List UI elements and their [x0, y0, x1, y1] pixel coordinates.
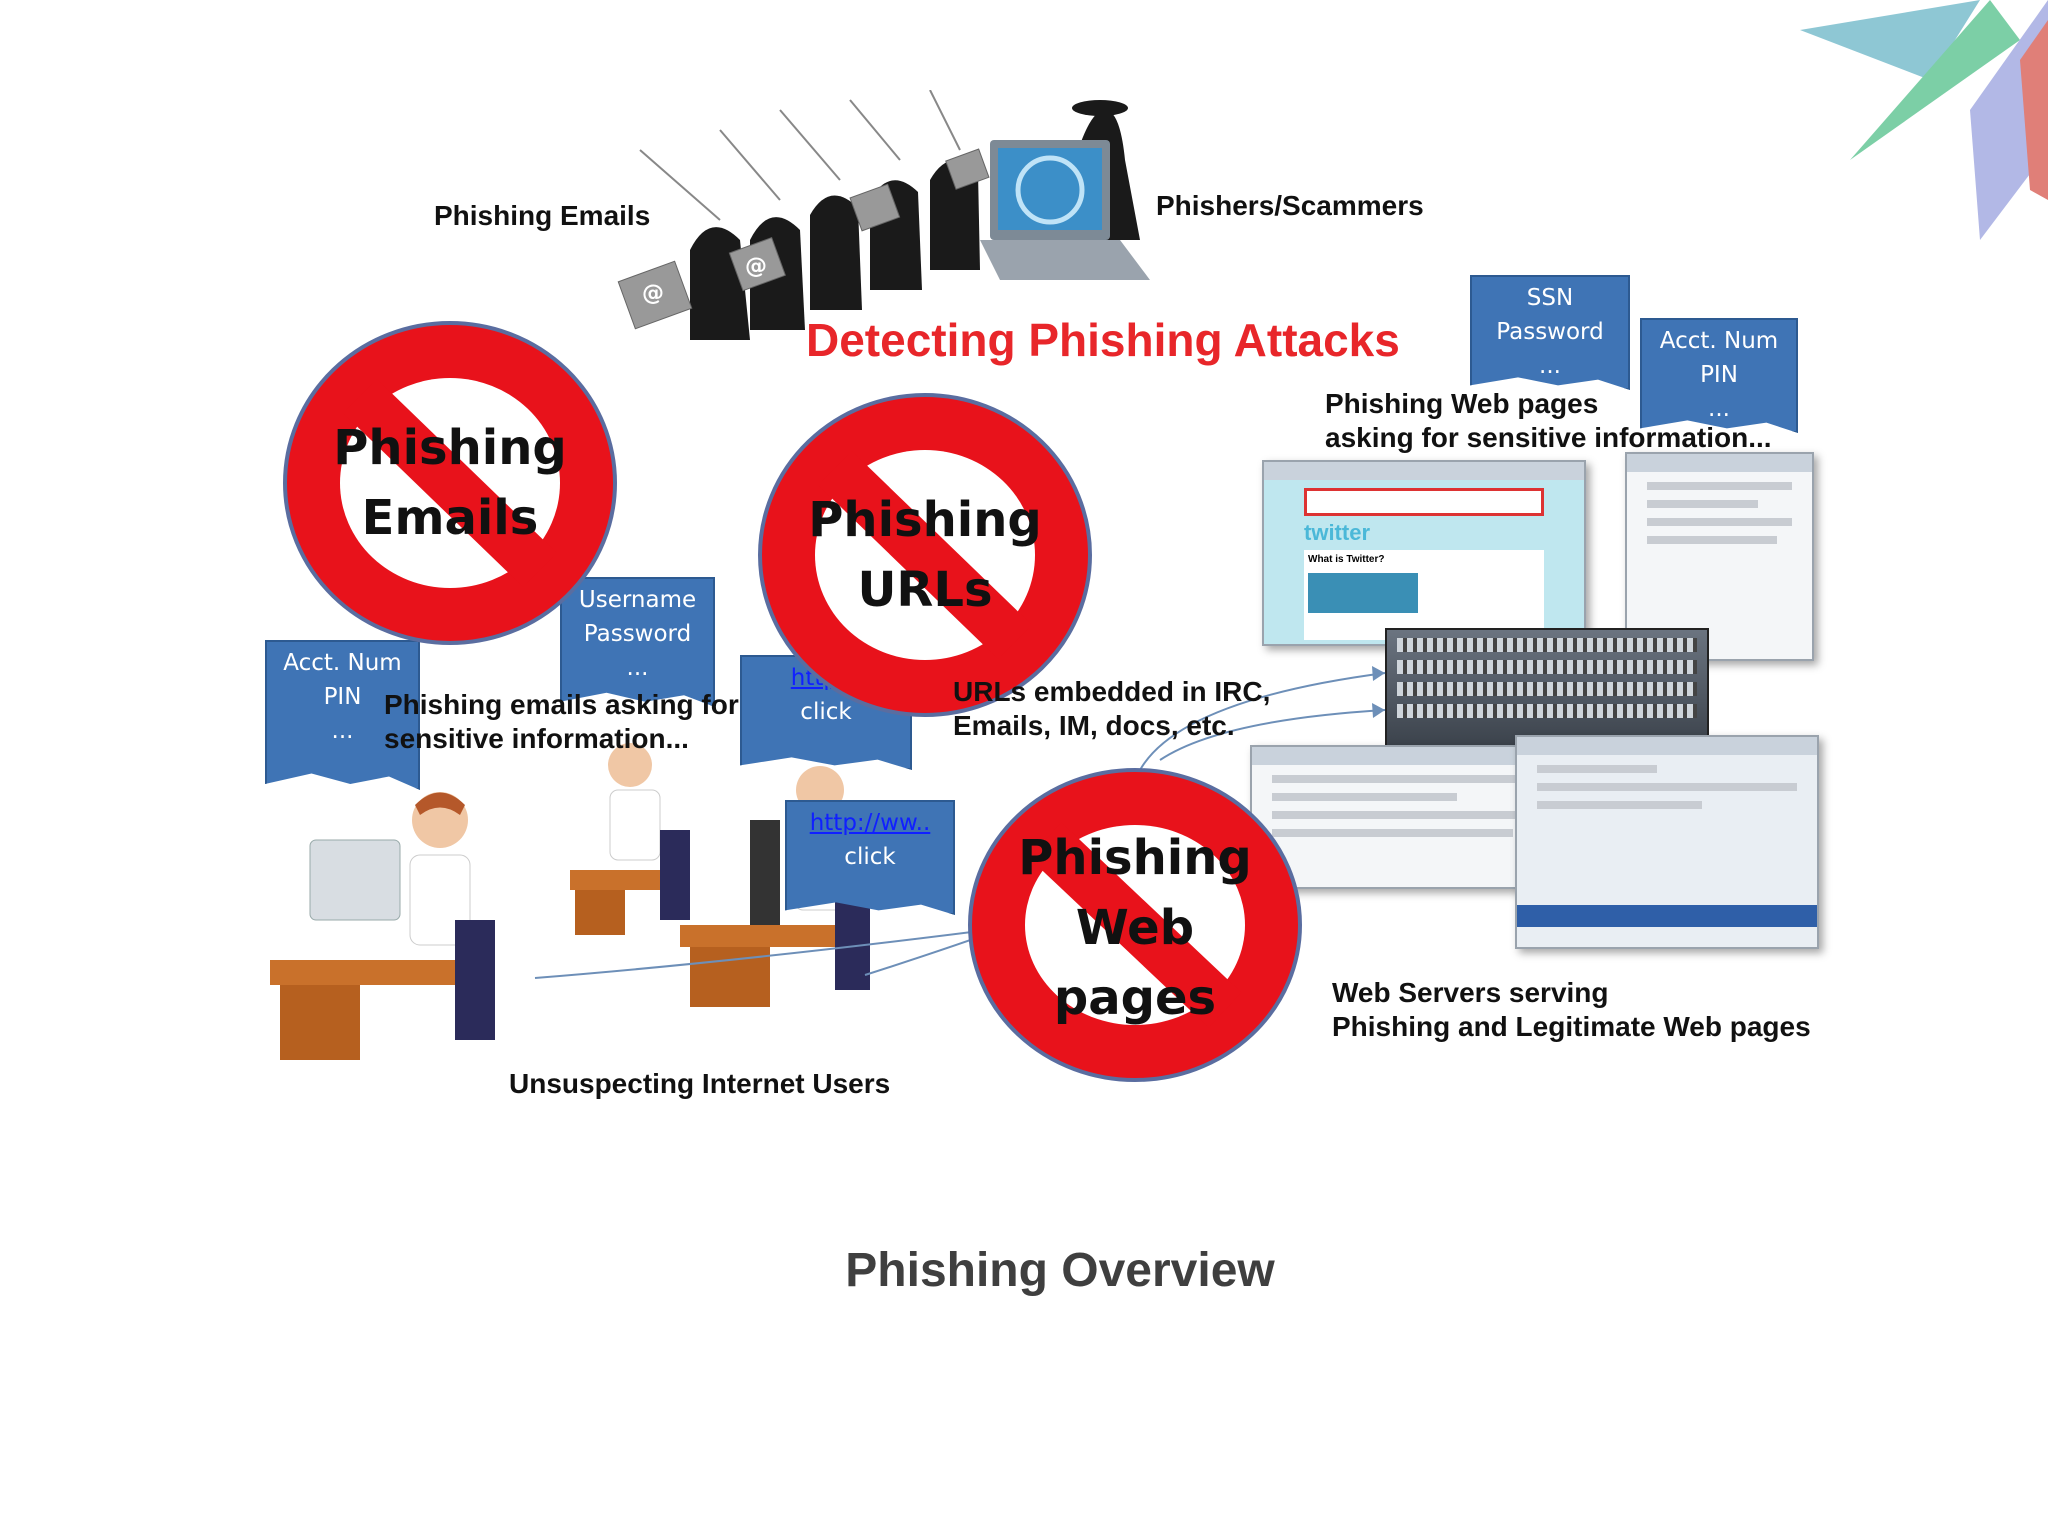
note-link-text[interactable]: http://ww.. — [809, 810, 931, 836]
internet-users-label: Unsuspecting Internet Users — [509, 1068, 891, 1099]
label-line: URLs embedded in IRC, — [953, 676, 1271, 707]
ban-sign-line: URLs — [857, 562, 993, 618]
label-line: Phishing emails asking for — [384, 689, 739, 720]
figure-title: Detecting Phishing Attacks — [806, 314, 1400, 366]
ban-sign-line: Phishing — [1018, 830, 1252, 886]
label-line: Phishing and Legitimate Web pages — [1332, 1011, 1811, 1042]
user-at-desk-1 — [270, 792, 495, 1060]
note-line: Username — [578, 587, 697, 613]
ban-sign-line: Phishing — [333, 420, 567, 476]
legit-page-screenshot-2 — [1515, 735, 1819, 949]
note-line: PIN — [1700, 362, 1738, 388]
label-line: asking for sensitive information... — [1325, 422, 1772, 453]
twitter-heading-text: What is Twitter? — [1308, 554, 1385, 565]
emails-asking-label: Phishing emails asking for sensitive inf… — [384, 688, 739, 756]
label-line: Web Servers serving — [1332, 977, 1609, 1008]
webpages-asking-label: Phishing Web pages asking for sensitive … — [1325, 387, 1772, 455]
note-line: Acct. Num — [1659, 328, 1779, 354]
note-line: Acct. Num — [283, 650, 402, 676]
twitter-logo-text: twitter — [1304, 520, 1370, 545]
ban-sign-web-pages — [968, 768, 1302, 1082]
ban-sign-emails — [283, 321, 617, 645]
ban-sign-web-pages-label: Phishing Web pages — [965, 823, 1305, 1033]
ban-sign-urls — [758, 393, 1092, 717]
note-link-2: http://ww.. click — [785, 800, 955, 915]
web-servers-image — [1385, 628, 1709, 752]
ban-sign-line: Emails — [361, 490, 539, 546]
ban-sign-line: pages — [1053, 970, 1217, 1026]
twitter-page-screenshot: twitter What is Twitter? — [1262, 460, 1586, 646]
ban-sign-emails-label: Phishing Emails — [280, 413, 620, 553]
label-line: Phishing Web pages — [1325, 388, 1599, 419]
note-line: ... — [1539, 353, 1561, 379]
web-servers-label: Web Servers serving Phishing and Legitim… — [1332, 976, 1811, 1044]
svg-text:@: @ — [642, 281, 664, 306]
corner-decoration — [1800, 0, 2048, 240]
note-line: click — [800, 699, 852, 725]
phishers-scammers-label: Phishers/Scammers — [1156, 190, 1424, 221]
note-line: PIN — [323, 684, 362, 710]
note-line: ... — [1708, 396, 1730, 422]
phishing-fishers-illustration: @@ — [617, 90, 990, 340]
note-username-password: Username Password ... — [560, 577, 715, 707]
ebay-page-screenshot — [1625, 452, 1814, 661]
label-line: sensitive information... — [384, 723, 689, 754]
svg-text:@: @ — [745, 254, 767, 279]
note-acct-num-right: Acct. Num PIN ... — [1640, 318, 1798, 433]
user-at-desk-2 — [570, 743, 690, 935]
note-line: ... — [331, 718, 354, 744]
note-acct-num-left: Acct. Num PIN ... — [265, 640, 420, 790]
ban-sign-line: Phishing — [808, 492, 1042, 548]
note-line: SSN — [1526, 285, 1574, 311]
phishing-emails-label: Phishing Emails — [434, 200, 651, 231]
label-line: Emails, IM, docs, etc. — [953, 710, 1235, 741]
note-line: Password — [583, 621, 692, 647]
note-line: Password — [1496, 319, 1604, 345]
note-line: ... — [626, 655, 649, 681]
urls-embedded-label: URLs embedded in IRC, Emails, IM, docs, … — [953, 675, 1270, 743]
scammer-laptop-illustration — [980, 100, 1150, 280]
slide-caption: Phishing Overview — [845, 1244, 1275, 1297]
ban-sign-urls-label: Phishing URLs — [755, 485, 1095, 625]
note-line: click — [844, 844, 896, 870]
ban-sign-line: Web — [1075, 900, 1195, 956]
